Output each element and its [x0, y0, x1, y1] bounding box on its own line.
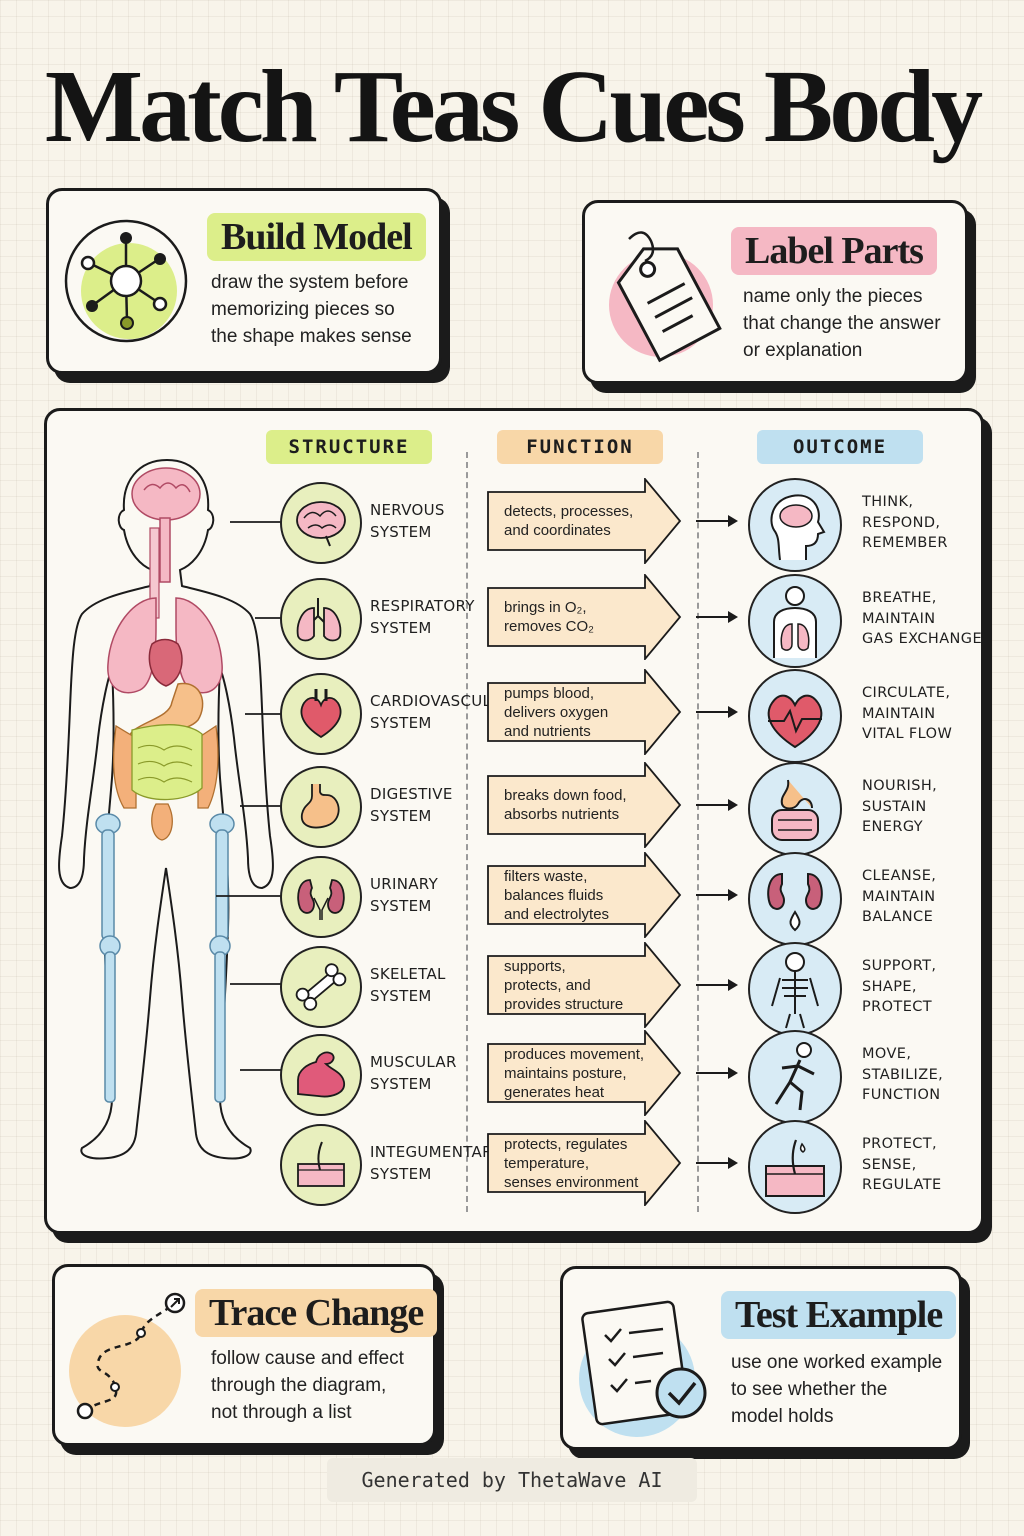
build-model-card: Build Model draw the system before memor…	[46, 188, 442, 374]
path-trace-icon	[69, 1292, 186, 1427]
outcome-icon-circle	[748, 478, 842, 572]
head-brain-icon	[770, 494, 826, 561]
structure-icon-circle	[280, 482, 362, 564]
skeleton-icon	[771, 952, 819, 1029]
outcome-icon-circle	[748, 669, 842, 763]
arrow-right-icon	[696, 799, 738, 811]
function-text: brings in O₂,removes CO₂	[504, 599, 595, 635]
bone-icon	[295, 963, 347, 1011]
function-arrow	[487, 669, 682, 755]
test-example-text: use one worked example to see whether th…	[731, 1352, 943, 1427]
function-arrow	[487, 942, 682, 1028]
arrow-right-icon	[696, 611, 738, 623]
outcome-icon-circle	[748, 1120, 842, 1214]
function-text: breaks down food,absorbs nutrients	[504, 787, 627, 823]
outcome-label: SUPPORT,SHAPE,PROTECT	[862, 958, 937, 1015]
torso-lungs-icon	[773, 586, 817, 658]
outcome-label: PROTECT,SENSE,REGULATE	[862, 1136, 942, 1193]
outcome-label: MOVE,STABILIZE,FUNCTION	[862, 1046, 944, 1103]
structure-icon-circle	[280, 766, 362, 848]
arrow-right-icon	[696, 889, 738, 901]
arrow-right-icon	[696, 1067, 738, 1079]
outcome-icon-circle	[748, 852, 842, 946]
test-example-card: Test Example use one worked example to s…	[560, 1266, 962, 1450]
build-model-text: draw the system before memorizing pieces…	[211, 272, 412, 347]
human-body-figure	[58, 458, 274, 1160]
structure-icon-circle	[280, 578, 362, 660]
function-arrow	[487, 852, 682, 938]
heart-pulse-icon	[767, 694, 823, 749]
function-arrow	[487, 1030, 682, 1116]
label-parts-text: name only the pieces that change the ans…	[743, 286, 941, 361]
outcome-icon-circle	[748, 1030, 842, 1124]
structure-icon-circle	[280, 1034, 362, 1116]
outcome-icon-circle	[748, 942, 842, 1036]
structure-icon-circle	[280, 673, 362, 755]
network-icon	[64, 219, 188, 343]
arrow-right-icon	[696, 706, 738, 718]
test-example-title: Test Example	[721, 1291, 957, 1339]
trace-change-title: Trace Change	[195, 1289, 438, 1337]
arrow-right-icon	[696, 515, 738, 527]
outcome-icon-circle	[748, 574, 842, 668]
trace-change-text: follow cause and effect through the diag…	[211, 1348, 404, 1423]
trace-change-card: Trace Change follow cause and effect thr…	[52, 1264, 438, 1446]
kidneys-icon	[297, 879, 345, 920]
arrow-right-icon	[696, 979, 738, 991]
heart-icon	[300, 689, 342, 739]
page-title: Match Teas Cues Body	[44, 49, 983, 164]
function-header: FUNCTION	[497, 430, 663, 464]
structure-icon-circle	[280, 946, 362, 1028]
column-divider	[466, 452, 468, 1212]
runner-icon	[774, 1042, 815, 1111]
build-model-title: Build Model	[207, 213, 426, 261]
function-arrow	[487, 1120, 682, 1206]
outcome-header: OUTCOME	[757, 430, 923, 464]
function-text: produces movement,maintains posture,gene…	[504, 1045, 645, 1101]
skin-layers-icon	[765, 1139, 825, 1197]
outcome-icon-circle	[748, 762, 842, 856]
muscle-arm-icon	[297, 1051, 345, 1098]
structure-header: STRUCTURE	[266, 430, 432, 464]
label-parts-title: Label Parts	[731, 227, 937, 275]
arrow-right-icon	[696, 1157, 738, 1169]
lungs-icon	[296, 598, 342, 642]
footer-credit: Generated by ThetaWave AI	[327, 1458, 697, 1502]
function-arrow	[487, 574, 682, 660]
kidneys-drop-icon	[767, 872, 823, 932]
checklist-icon	[579, 1300, 707, 1437]
outcome-label: THINK,RESPOND,REMEMBER	[862, 494, 948, 551]
function-arrow	[487, 478, 682, 564]
column-divider	[697, 452, 699, 1212]
function-arrow	[487, 762, 682, 848]
structure-icon-circle	[280, 1124, 362, 1206]
brain-icon	[296, 501, 346, 547]
tag-icon	[609, 231, 722, 363]
intestines-icon	[771, 779, 819, 841]
skin-icon	[297, 1141, 345, 1187]
function-text: detects, processes,and coordinates	[504, 503, 634, 539]
label-parts-card: Label Parts name only the pieces that ch…	[582, 200, 968, 384]
structure-icon-circle	[280, 856, 362, 938]
stomach-icon	[300, 784, 340, 829]
body-connectors	[216, 521, 282, 1071]
